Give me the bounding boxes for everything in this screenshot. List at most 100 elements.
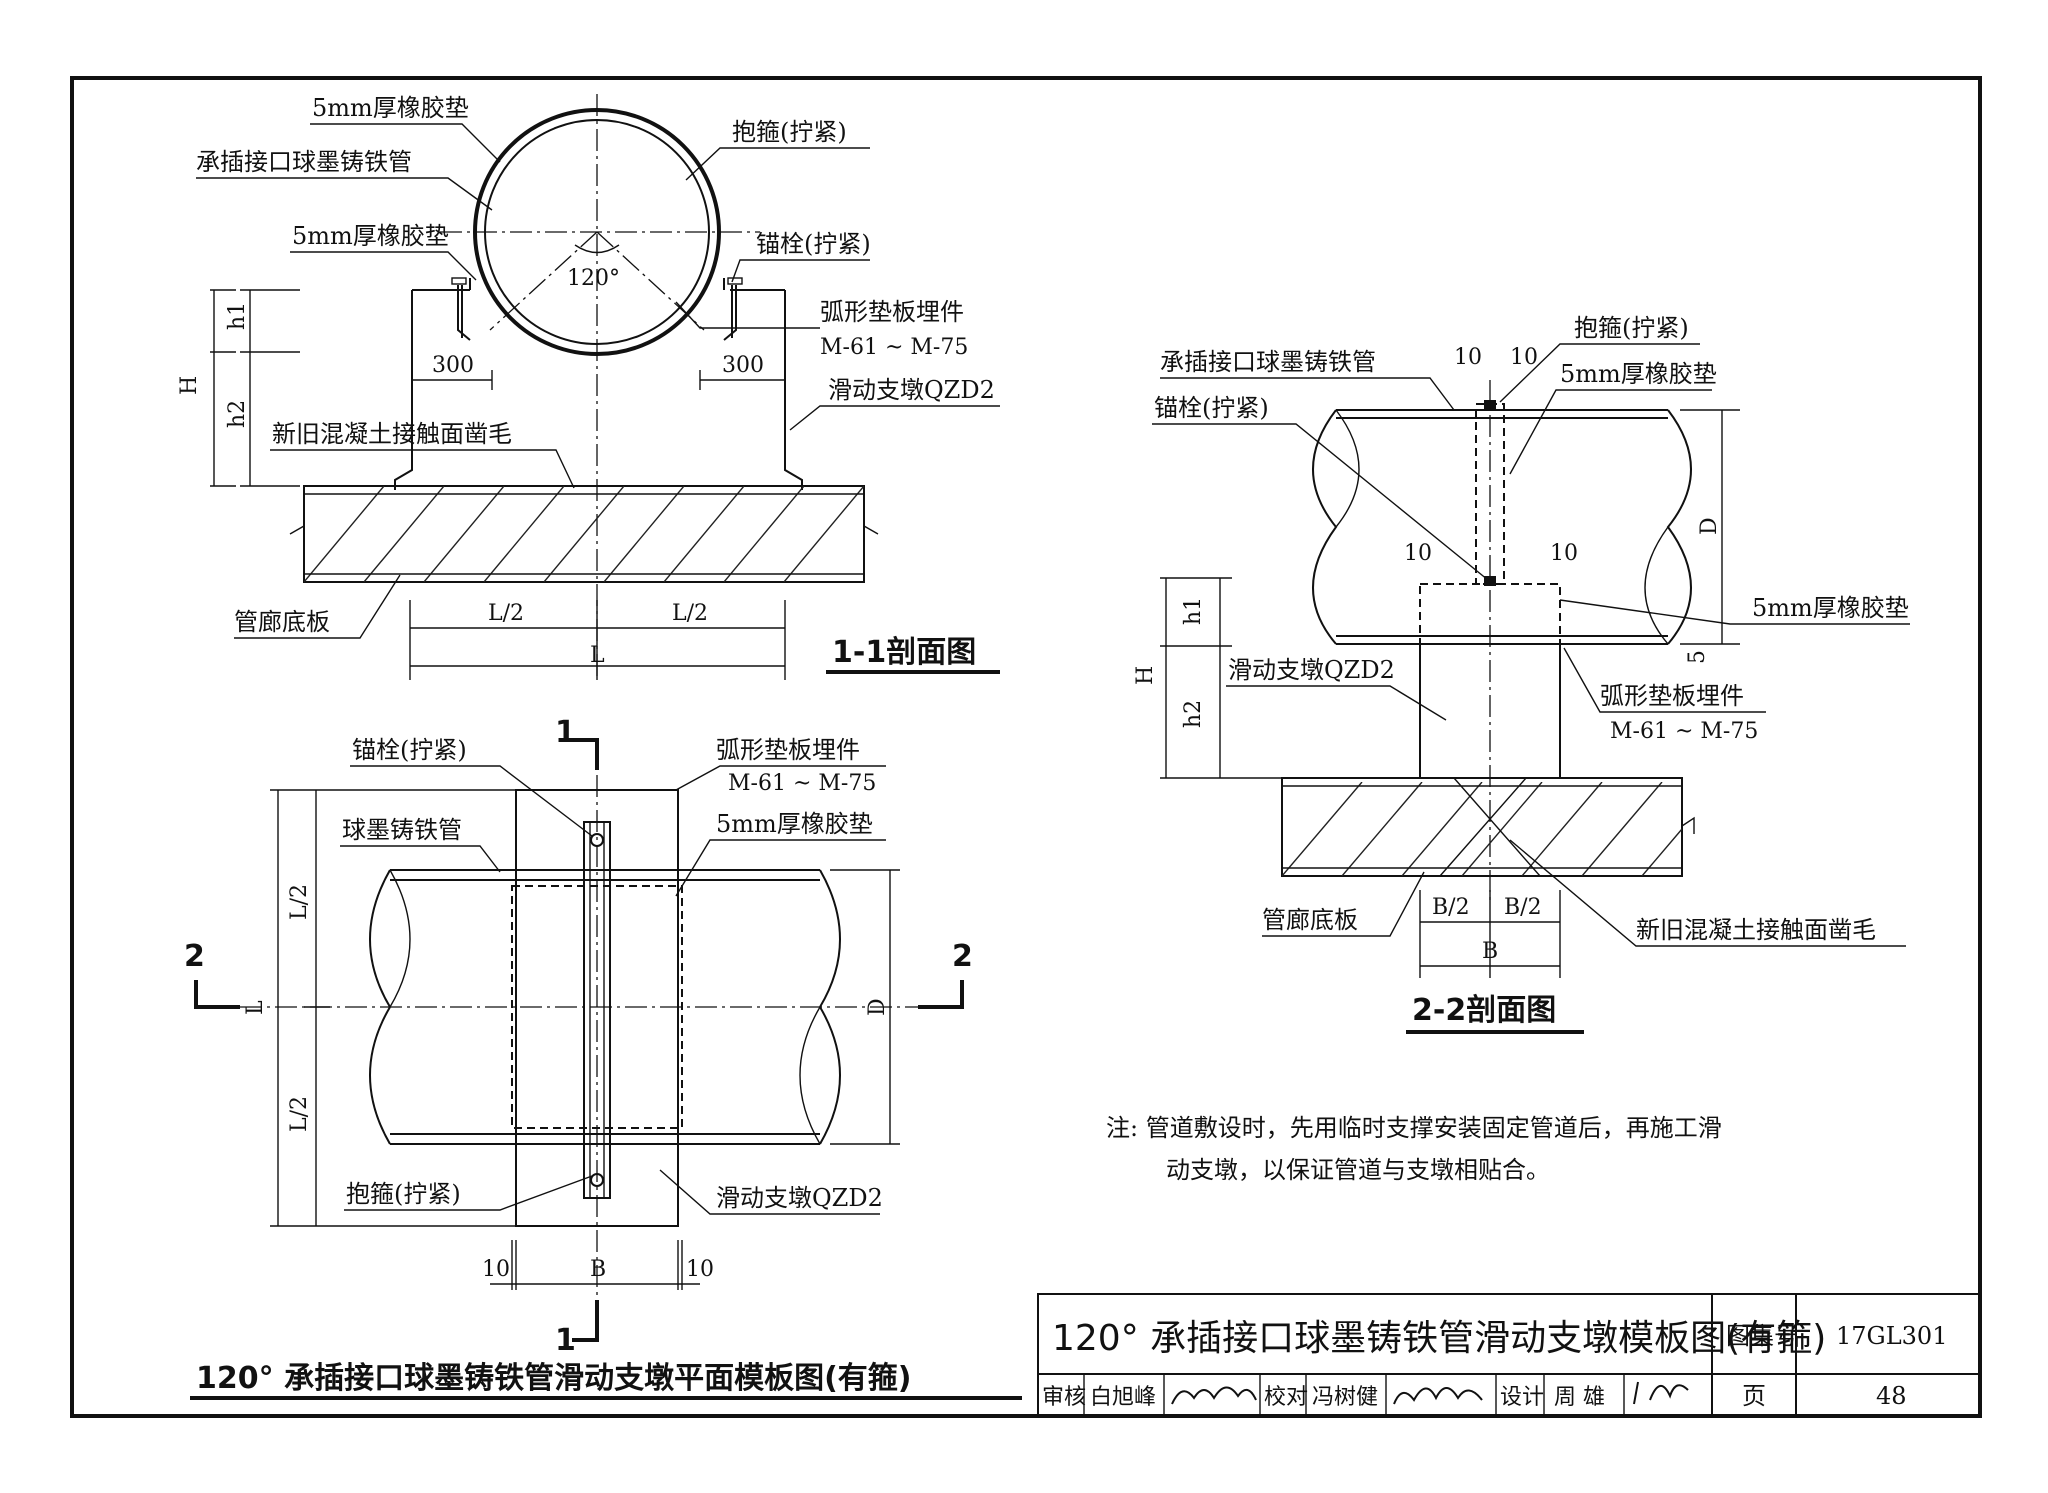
plan-dim-10-right: 10 [686,1257,714,1282]
sec2-dim-D: D [1697,517,1722,535]
cut-label-bottom: 1 [555,1323,576,1358]
tb-reviewer-signature [1171,1386,1257,1405]
sec2-dim-h2: h2 [1181,700,1206,728]
label-hoop: 抱箍(拧紧) [732,118,847,146]
tb-check-label: 校对 [1264,1385,1308,1410]
section-1-1-title: 1-1剖面图 [832,635,976,670]
dim-L-lines [409,600,786,680]
sec2-slab-hatching [1282,782,1682,876]
tb-atlas-label: 图集号 [1726,1322,1798,1350]
sec2-leader-arc-plate [1563,647,1766,713]
section-1-1: 120° H h1 h2 300 300 L/2 L/2 L [177,94,1000,680]
dim-h1: h1 [225,302,250,330]
plan-label-pipe: 球墨铸铁管 [342,816,462,844]
sec2-pipe-break-right-inner [1644,526,1669,645]
slab-break-marks [289,524,879,542]
dim-L-half-left: L/2 [488,601,524,626]
plan-dim-10-left: 10 [482,1257,510,1282]
sec2-pier [1419,644,1561,778]
tb-page-label: 页 [1742,1382,1766,1410]
tb-checker: 冯树健 [1312,1385,1378,1410]
tb-review-label: 审核 [1042,1385,1086,1410]
plan-view: 1 1 2 2 L L/2 L/2 D 10 10 B 锚栓(拧紧) 球墨铸铁管… [184,715,1022,1400]
plan-pipe-break-right-inner [799,1006,821,1145]
plan-leader-pipe [340,845,501,873]
angle-ray-left [489,231,598,331]
tb-checker-signature [1393,1387,1483,1405]
tb-drawing-title: 120° 承插接口球墨铸铁管滑动支墩模板图(有箍) [1052,1318,1826,1359]
leader-rubber-bottom [290,251,477,281]
sec2-dim-10-c: 10 [1404,541,1432,566]
leader-floor [234,574,401,639]
sec2-label-rough: 新旧混凝土接触面凿毛 [1636,916,1876,944]
cut-mark-left [194,980,240,1009]
sec2-hoop-bottom-nut [1484,576,1496,586]
sec2-pipe-break-left [1312,409,1338,645]
sec2-label-hoop: 抱箍(拧紧) [1574,314,1689,342]
sec2-label-anchor: 锚栓(拧紧) [1154,394,1269,422]
sec2-pipe-walls [1336,409,1668,645]
leader-pier [789,405,1000,431]
sec2-floor-slab [1281,777,1683,877]
dim-L: L [590,643,605,668]
sec2-dim-H: H [1133,666,1158,685]
plan-dim-L: L [243,1000,268,1015]
label-rough: 新旧混凝土接触面凿毛 [272,420,512,448]
label-rubber-bottom: 5mm厚橡胶垫 [292,222,449,250]
sec2-rough-cross-a [1453,777,1541,877]
sec2-leader-floor [1262,871,1425,937]
leader-arc-plate [675,301,820,329]
cut-mark-top [572,738,599,770]
sec2-dim-D-lines [1680,409,1740,645]
tb-reviewer: 白旭峰 [1090,1385,1156,1410]
label-anchor: 锚栓(拧紧) [756,230,871,258]
tb-design-label: 设计 [1500,1385,1544,1410]
sec2-leader-hoop [1499,343,1700,403]
sec2-leader-rough [1509,839,1906,947]
sec2-label-arc-plate-code: M-61 ~ M-75 [1610,719,1758,744]
plan-leader-rubber [675,839,886,897]
plan-label-anchor: 锚栓(拧紧) [352,736,467,764]
title-block: 120° 承插接口球墨铸铁管滑动支墩模板图(有箍) 图集号 17GL301 页 … [1037,1293,1981,1417]
tb-atlas-no: 17GL301 [1836,1322,1947,1350]
plan-dim-D: D [865,998,890,1016]
label-floor: 管廊底板 [234,608,330,636]
sec2-dim-B-half-right: B/2 [1504,895,1542,920]
anchor-nut-left [451,277,467,285]
plan-title: 120° 承插接口球墨铸铁管滑动支墩平面模板图(有箍) [196,1361,912,1396]
sec2-leader-pier [1226,685,1447,721]
anchor-nut-right [727,277,743,285]
plan-dim-B: B [590,1257,606,1282]
tb-page-no: 48 [1876,1382,1907,1410]
section-2-2-title: 2-2剖面图 [1412,993,1556,1028]
sec2-height-dim-lines [1160,577,1282,779]
plan-label-arc-plate: 弧形垫板埋件 [716,736,860,764]
plan-label-pier: 滑动支墩QZD2 [716,1184,883,1212]
sec2-label-rubber-side: 5mm厚橡胶垫 [1752,594,1909,622]
sec2-leader-rubber-side [1559,599,1910,625]
sec2-dim-B-half-left: B/2 [1432,895,1470,920]
plan-leader-anchor [350,765,593,837]
label-rubber-top: 5mm厚橡胶垫 [312,94,469,122]
pier-outline-right [730,289,803,490]
cut-mark-right [918,980,964,1009]
plan-label-arc-plate-code: M-61 ~ M-75 [728,771,876,796]
sec2-label-floor: 管廊底板 [1262,906,1358,934]
plan-leader-hoop [344,1175,593,1211]
plan-dim-L-lines [270,789,516,1227]
sec2-label-rubber-top: 5mm厚橡胶垫 [1560,360,1717,388]
tb-designer: 周 雄 [1554,1385,1605,1410]
title-block-frame [1037,1293,1981,1417]
cut-label-top: 1 [555,715,576,750]
anchor-right [723,285,737,341]
sec2-rough-cross-b [1439,777,1527,877]
sec2-dim-5: 5 [1685,650,1710,664]
label-pipe: 承插接口球墨铸铁管 [196,148,412,176]
plan-leader-arc-plate [675,765,886,791]
sec2-pipe-break-right [1666,409,1692,645]
plan-dim-L-half-top: L/2 [287,884,312,920]
sec2-dim-h1: h1 [1181,597,1206,625]
height-dimension-lines [210,289,300,487]
